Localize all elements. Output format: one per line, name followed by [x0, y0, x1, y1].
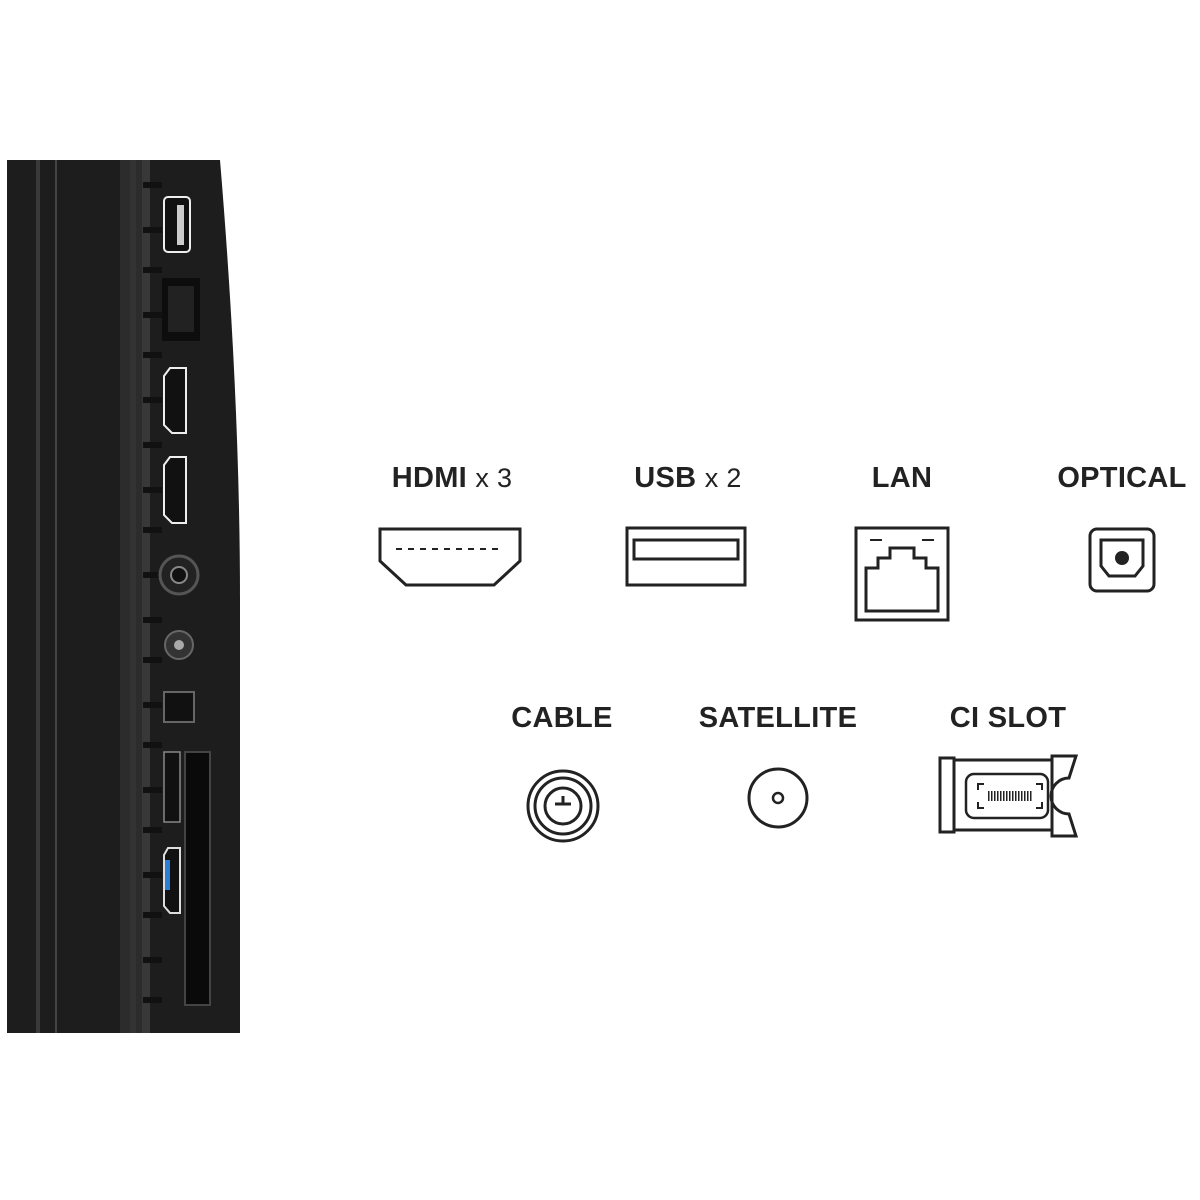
cable-icon [526, 769, 600, 843]
tv-rear-panel-image [7, 160, 240, 1033]
vent-slats [130, 160, 150, 1033]
satellite-icon [747, 767, 809, 829]
satellite-label: SATELLITE [698, 702, 858, 734]
lan-icon [854, 526, 950, 622]
panel-usb-port-2 [163, 751, 181, 823]
panel-hdmi-usb3-port [163, 847, 181, 914]
cable-label: CABLE [511, 702, 613, 734]
ci-slot-label: CI SLOT [949, 702, 1067, 734]
panel-lan-port [162, 278, 200, 341]
hdmi-icon [378, 527, 522, 587]
optical-icon [1088, 527, 1156, 593]
panel-satellite-port [164, 630, 194, 660]
usb-label: USB x 2 [634, 462, 741, 495]
label-text: x 3 [475, 463, 513, 493]
panel-optical-port [163, 691, 195, 723]
label-text: HDMI [391, 462, 468, 494]
panel-cable-port [158, 554, 200, 596]
label-text: USB [634, 462, 697, 494]
panel-hdmi-port [163, 367, 187, 524]
ci-slot-icon [938, 754, 1079, 838]
hdmi-label: HDMI x 3 [392, 462, 513, 495]
lan-label: LAN [871, 462, 933, 494]
panel-ci-slot [184, 751, 211, 1006]
usb-icon [625, 526, 747, 587]
label-text: x 2 [704, 463, 742, 493]
panel-usb-port [163, 196, 191, 253]
optical-label: OPTICAL [1057, 462, 1187, 494]
